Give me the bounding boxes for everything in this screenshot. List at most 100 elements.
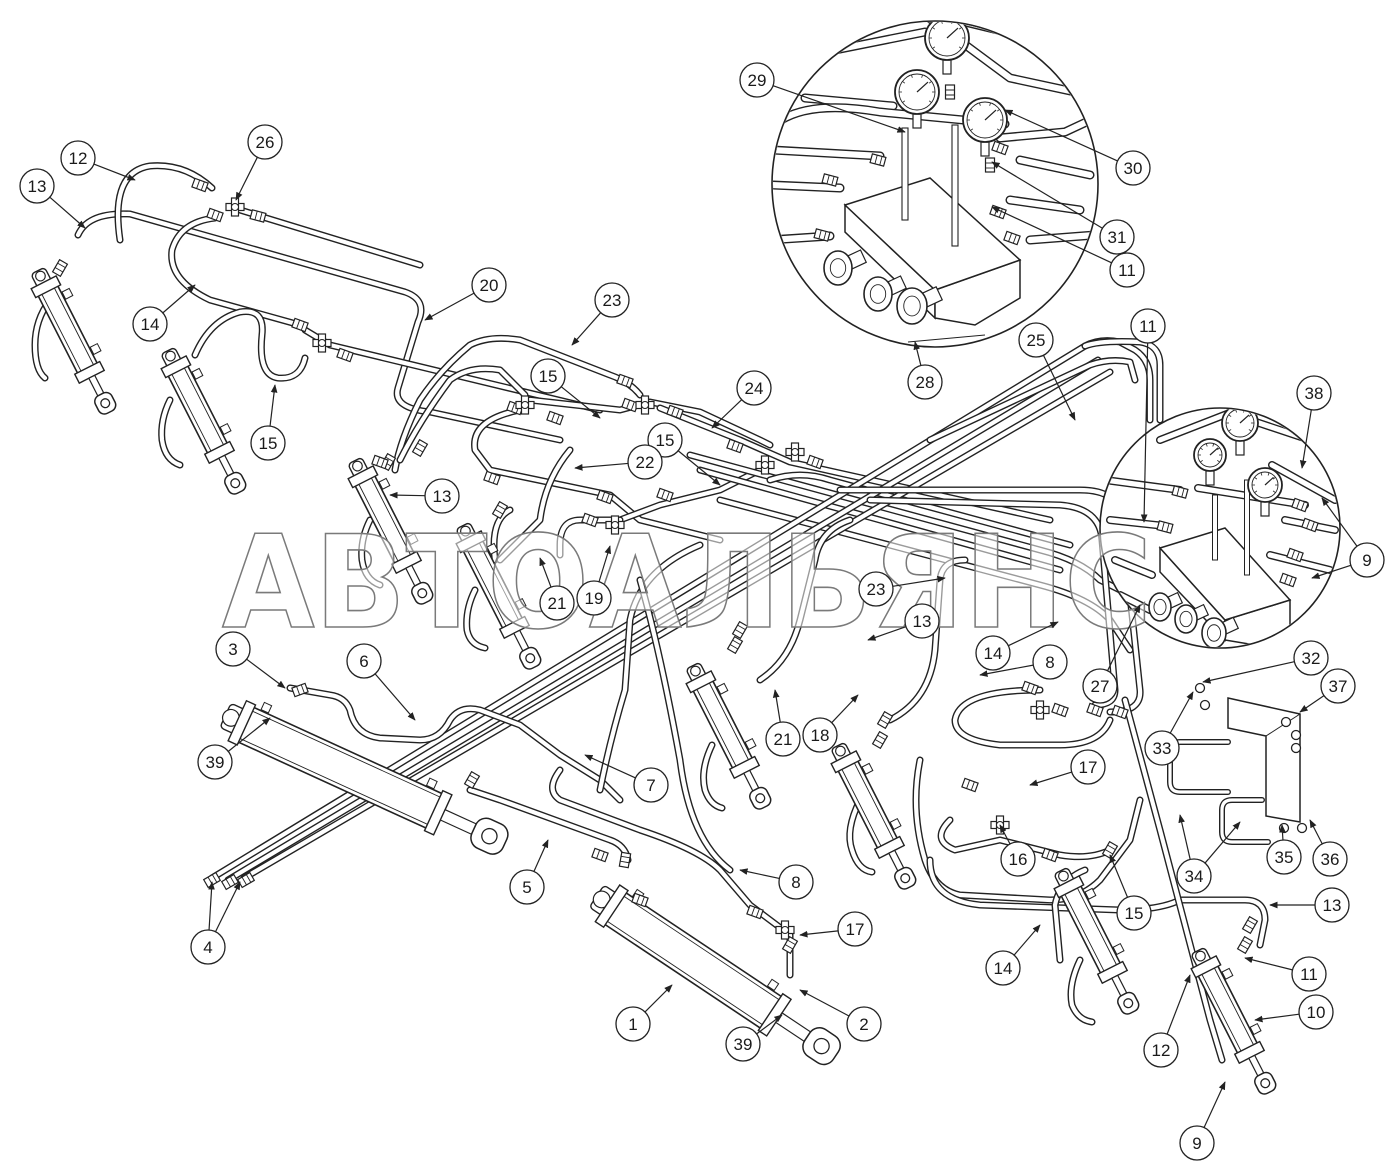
leader-line <box>1029 771 1072 786</box>
leader-line <box>227 717 271 752</box>
callout-circle <box>907 364 943 400</box>
callout-17[interactable]: 17 <box>799 911 873 947</box>
callout-28[interactable]: 28 <box>907 341 943 400</box>
callout-23[interactable]: 23 <box>571 282 630 346</box>
callout-6[interactable]: 6 <box>346 643 416 721</box>
callout-number: 38 <box>1305 384 1324 403</box>
callout-5[interactable]: 5 <box>509 839 549 905</box>
washer <box>1296 822 1308 834</box>
callout-11[interactable]: 11 <box>1130 308 1166 523</box>
leader-line <box>560 386 601 419</box>
tee-fitting <box>515 395 535 415</box>
callout-27[interactable]: 27 <box>1082 604 1141 704</box>
callout-number: 35 <box>1275 848 1294 867</box>
callout-8[interactable]: 8 <box>739 864 814 900</box>
callout-20[interactable]: 20 <box>424 267 507 321</box>
leader-line <box>991 206 1112 264</box>
callout-17[interactable]: 17 <box>1029 749 1106 786</box>
callout-34[interactable]: 34 <box>1176 814 1241 894</box>
leader-line <box>892 575 946 587</box>
callout-32[interactable]: 32 <box>1202 640 1329 684</box>
callout-circle <box>215 631 251 667</box>
callout-12[interactable]: 12 <box>1143 974 1191 1068</box>
parts-layer <box>30 177 1277 1095</box>
callout-24[interactable]: 24 <box>711 370 772 429</box>
callout-16[interactable]: 16 <box>999 824 1036 877</box>
callout-31[interactable]: 31 <box>991 161 1135 255</box>
callout-14[interactable]: 14 <box>975 621 1059 671</box>
callout-number: 13 <box>913 612 932 631</box>
callout-30[interactable]: 30 <box>1004 109 1151 186</box>
callout-37[interactable]: 37 <box>1299 668 1356 713</box>
callout-29[interactable]: 29 <box>739 62 906 133</box>
callout-number: 2 <box>859 1015 868 1034</box>
hose-fitting <box>731 620 749 640</box>
callout-3[interactable]: 3 <box>215 631 286 689</box>
callout-14[interactable]: 14 <box>985 924 1041 986</box>
callout-4[interactable]: 4 <box>190 881 241 965</box>
callout-number: 11 <box>1139 317 1157 336</box>
callout-39[interactable]: 39 <box>725 1014 783 1062</box>
callout-10[interactable]: 10 <box>1254 994 1334 1030</box>
hydraulic-hose <box>926 357 1139 444</box>
callout-12[interactable]: 12 <box>60 140 136 181</box>
callout-13[interactable]: 13 <box>1269 887 1350 923</box>
leader-line <box>1013 924 1041 956</box>
callout-15[interactable]: 15 <box>250 384 286 461</box>
callout-33[interactable]: 33 <box>1144 691 1194 766</box>
hose-fitting <box>871 730 889 750</box>
callout-25[interactable]: 25 <box>1018 322 1076 421</box>
callout-7[interactable]: 7 <box>584 754 669 803</box>
callout-15[interactable]: 15 <box>647 422 721 486</box>
leader-line <box>772 689 781 723</box>
hydraulic-hose <box>1268 461 1339 504</box>
callout-18[interactable]: 18 <box>802 694 859 753</box>
hydraulic-hose <box>596 541 704 794</box>
callout-14[interactable]: 14 <box>132 284 196 342</box>
callout-circle <box>975 635 1011 671</box>
callout-15[interactable]: 15 <box>530 358 601 419</box>
callout-circle <box>190 929 226 965</box>
callout-1[interactable]: 1 <box>615 984 673 1042</box>
leader-line <box>162 284 196 314</box>
callout-circle <box>1266 839 1302 875</box>
pressure-gauge-icon <box>1221 409 1259 456</box>
callout-9[interactable]: 9 <box>1311 497 1385 579</box>
callout-8[interactable]: 8 <box>979 644 1068 680</box>
callout-2[interactable]: 2 <box>799 989 882 1042</box>
callout-21[interactable]: 21 <box>539 557 575 621</box>
callout-15[interactable]: 15 <box>1109 854 1152 931</box>
leader-line <box>799 930 839 938</box>
callout-13[interactable]: 13 <box>389 478 460 514</box>
callout-number: 28 <box>916 373 935 392</box>
callout-19[interactable]: 19 <box>576 545 612 616</box>
callout-circle <box>1115 150 1151 186</box>
callout-11[interactable]: 11 <box>1244 956 1327 992</box>
hose-fitting <box>806 454 824 470</box>
tee-fitting <box>785 442 805 462</box>
callout-38[interactable]: 38 <box>1296 375 1332 469</box>
callout-13[interactable]: 13 <box>19 168 86 229</box>
callout-number: 36 <box>1321 850 1340 869</box>
callout-26[interactable]: 26 <box>235 124 283 201</box>
callout-number: 9 <box>1192 1134 1201 1153</box>
hydraulic-hose <box>191 307 309 382</box>
leader-line <box>1204 821 1241 864</box>
callout-number: 4 <box>203 938 212 957</box>
callout-36[interactable]: 36 <box>1309 819 1348 877</box>
callout-circle <box>1176 858 1212 894</box>
callout-35[interactable]: 35 <box>1266 824 1302 875</box>
hose-fitting <box>1051 702 1069 718</box>
callout-39[interactable]: 39 <box>197 717 271 780</box>
callout-13[interactable]: 13 <box>867 603 940 641</box>
callout-22[interactable]: 22 <box>574 444 663 480</box>
callout-21[interactable]: 21 <box>765 689 801 757</box>
callout-9[interactable]: 9 <box>1179 1081 1226 1161</box>
callout-circle <box>846 1006 882 1042</box>
hose-fitting <box>1101 840 1119 860</box>
callout-11[interactable]: 11 <box>991 206 1145 288</box>
callout-number: 16 <box>1009 850 1028 869</box>
hydraulic-hose <box>236 206 424 269</box>
hydraulic-hose <box>846 796 876 876</box>
callout-23[interactable]: 23 <box>858 571 946 607</box>
